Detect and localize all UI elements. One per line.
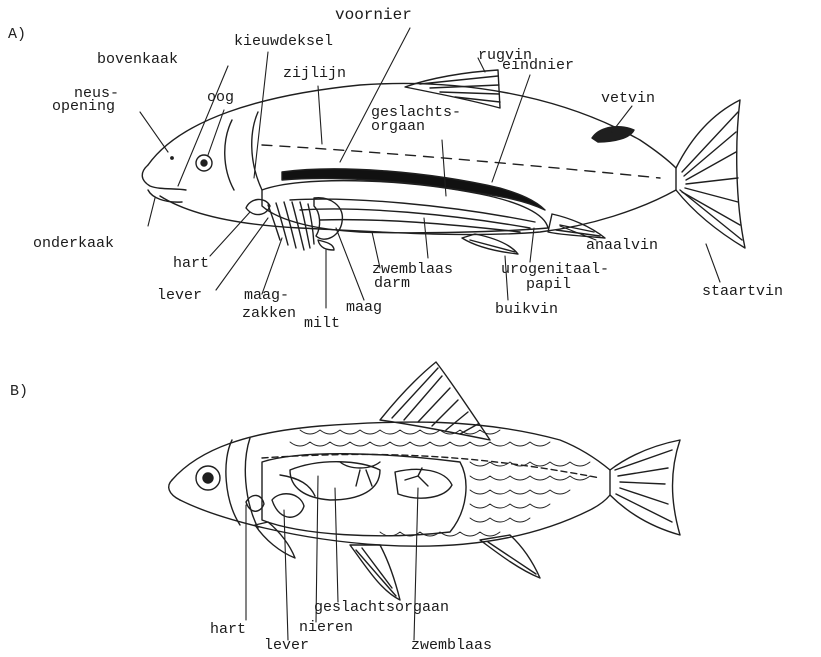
fish-a-tail-fin bbox=[676, 100, 745, 248]
label-orgaan: orgaan bbox=[371, 119, 425, 134]
label-papil: papil bbox=[526, 277, 571, 292]
label-oog: oog bbox=[207, 90, 234, 105]
label-voornier: voornier bbox=[335, 8, 412, 23]
label-zijlijn: zijlijn bbox=[283, 66, 346, 81]
fish-b-tail-fin bbox=[610, 440, 680, 535]
label-bovenkaak: bovenkaak bbox=[97, 52, 178, 67]
label-milt: milt bbox=[304, 316, 340, 331]
fish-a-organs bbox=[246, 169, 548, 250]
fish-b-scales bbox=[290, 430, 590, 536]
label-kieuwdeksel: kieuwdeksel bbox=[234, 34, 333, 49]
panel-b-tag: B) bbox=[10, 383, 28, 400]
label-opening: opening bbox=[52, 99, 115, 114]
label-zwemblaas-b: zwemblaas bbox=[411, 638, 492, 653]
fish-a-adipose-fin bbox=[592, 127, 634, 142]
label-geslachtsorgaan-b: geslachtsorgaan bbox=[314, 600, 449, 615]
label-nieren-b: nieren bbox=[299, 620, 353, 635]
label-darm: darm bbox=[374, 276, 410, 291]
fish-b-body bbox=[169, 422, 610, 546]
label-maag-zakken-2: zakken bbox=[242, 306, 296, 321]
label-urogenitaal: urogenitaal- bbox=[501, 262, 609, 277]
label-hart-b: hart bbox=[210, 622, 246, 637]
label-maag: maag bbox=[346, 300, 382, 315]
label-lever-b: lever bbox=[264, 638, 309, 653]
fish-b-dorsal-fin bbox=[380, 362, 490, 440]
label-onderkaak: onderkaak bbox=[33, 236, 114, 251]
fish-a-pelvic-fin bbox=[462, 234, 518, 254]
fish-a-eye bbox=[196, 155, 212, 171]
label-vetvin: vetvin bbox=[601, 91, 655, 106]
panel-a-tag: A) bbox=[8, 26, 26, 43]
fish-b-organs bbox=[246, 454, 466, 536]
label-maag-zakken-1: maag- bbox=[244, 288, 289, 303]
label-anaalvin: anaalvin bbox=[586, 238, 658, 253]
label-hart-a: hart bbox=[173, 256, 209, 271]
label-lever-a: lever bbox=[157, 288, 202, 303]
label-eindnier: eindnier bbox=[502, 58, 574, 73]
label-buikvin: buikvin bbox=[495, 302, 558, 317]
label-staartvin: staartvin bbox=[702, 284, 783, 299]
